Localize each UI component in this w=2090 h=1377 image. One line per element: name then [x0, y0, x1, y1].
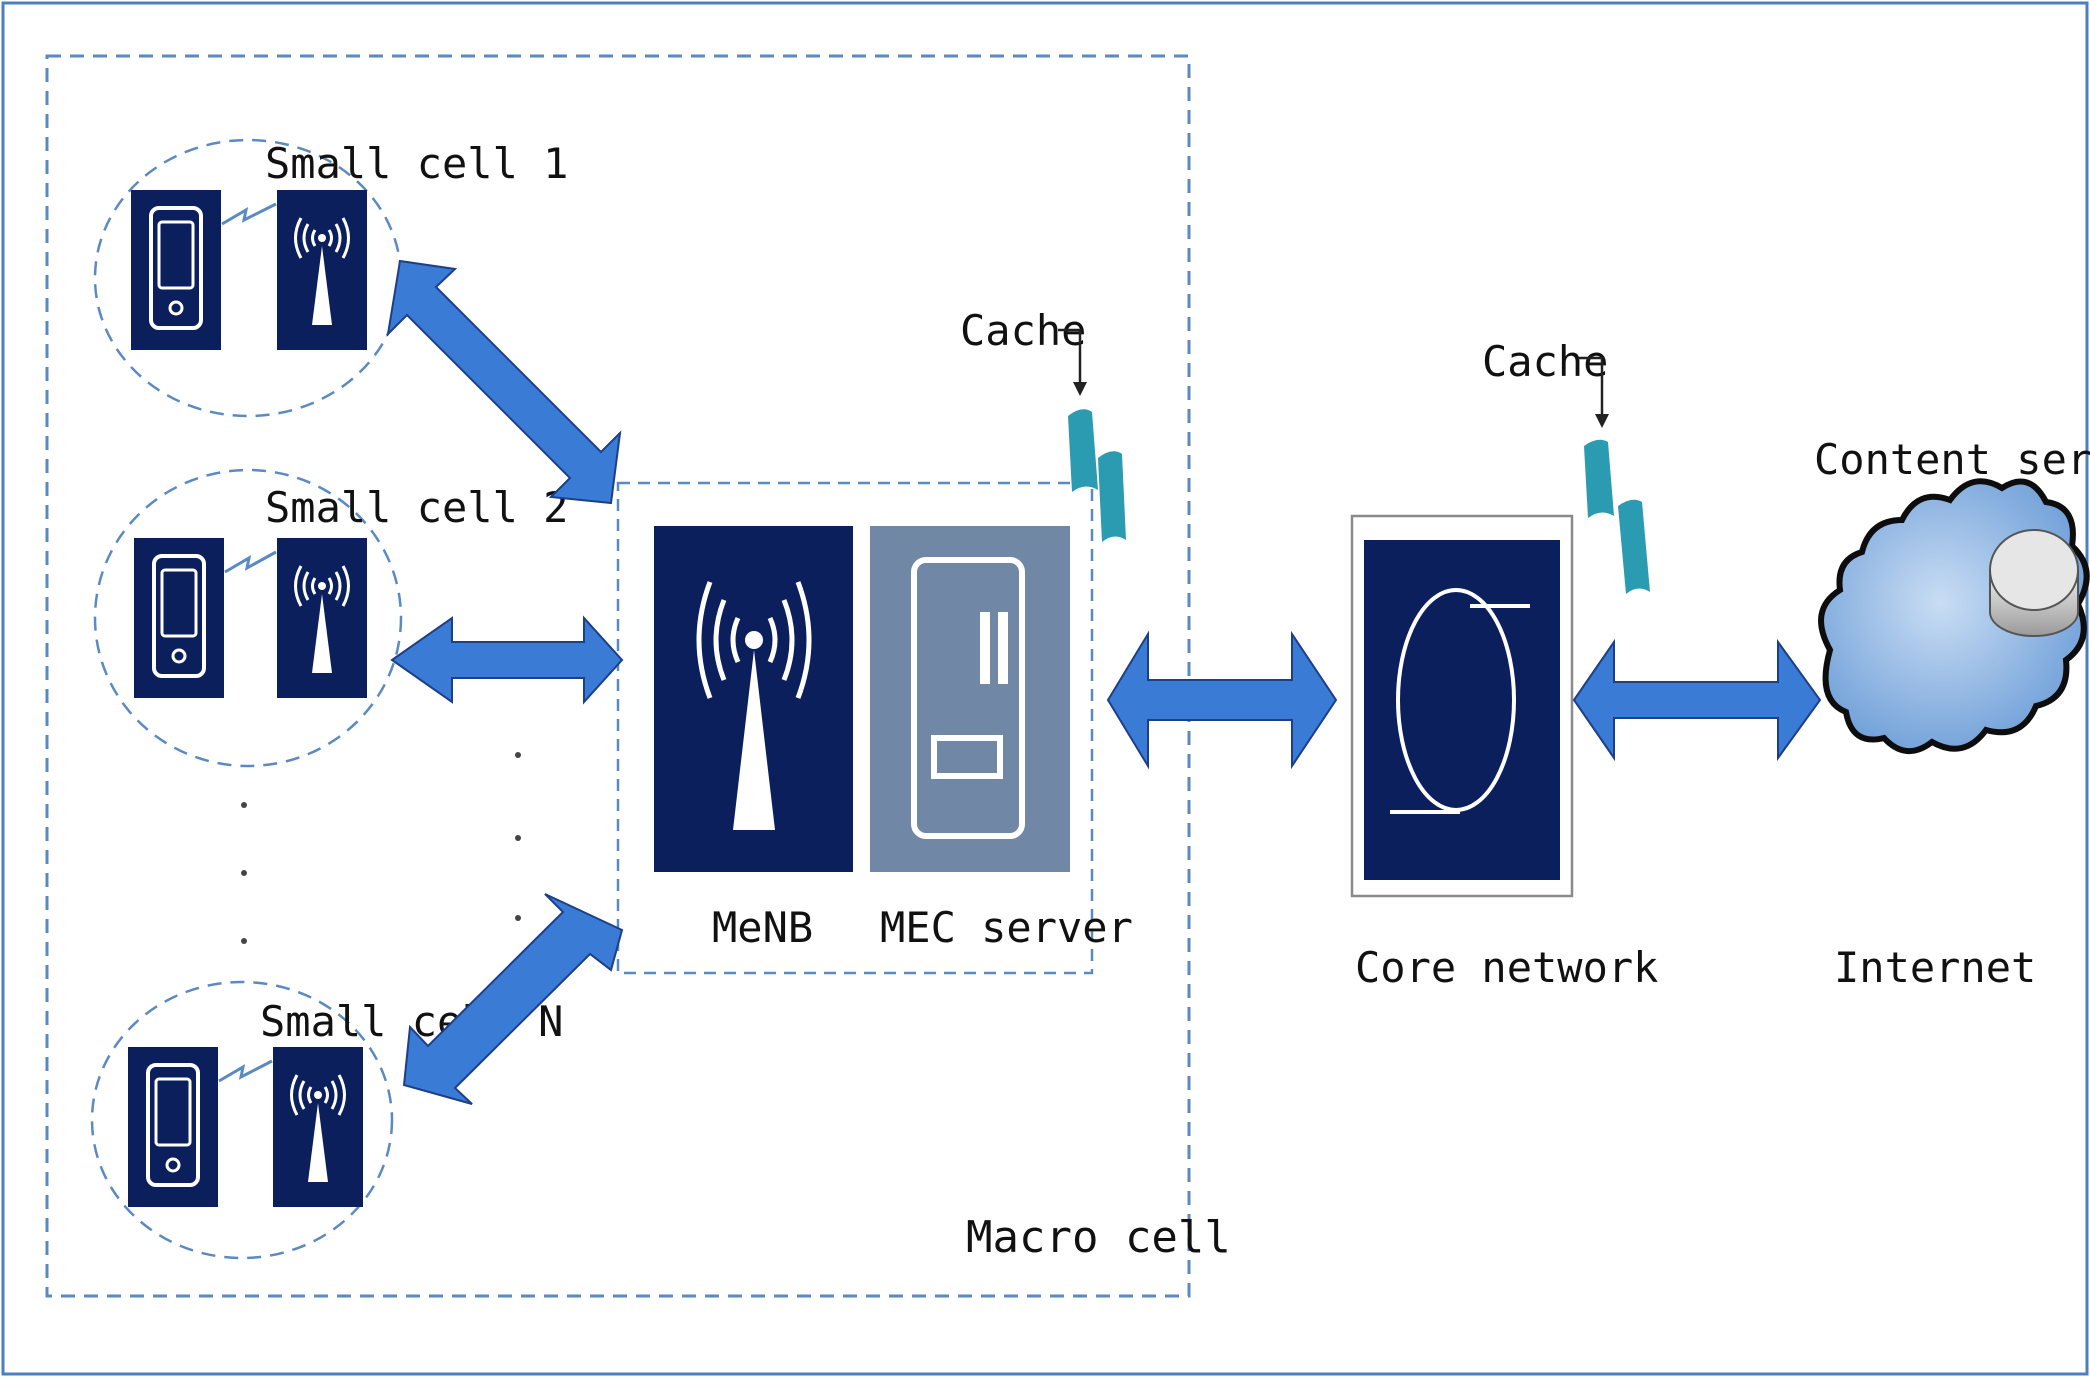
- small-cell-2-label: Small cell 2: [265, 483, 568, 532]
- mec-server-label: MEC server: [880, 903, 1133, 952]
- ellipsis-dots: [241, 752, 521, 944]
- arrow-small-cell-1-to-menb: [386, 259, 622, 505]
- small-cell-tower-icon: [276, 190, 368, 350]
- menb-label: MeNB: [712, 903, 813, 952]
- small-cell-tower-icon: [272, 1047, 364, 1207]
- wireless-link-icon: [218, 1059, 273, 1083]
- wireless-link-icon: [224, 550, 277, 574]
- mec-server: MEC server: [870, 526, 1133, 952]
- content-server: Content server: [1814, 435, 2090, 637]
- menb-mec-group: [616, 481, 1094, 975]
- cache-2-label: Cache: [1482, 337, 1608, 386]
- cache-icon: [1068, 409, 1098, 492]
- small-cell-2-boundary: [93, 468, 403, 768]
- small-cell-1-label: Small cell 1: [265, 139, 568, 188]
- macro-cell-label: Macro cell: [966, 1212, 1231, 1263]
- menb: MeNB: [654, 526, 853, 952]
- small-cell-tower-icon: [276, 538, 368, 698]
- core-network: Core network: [1350, 514, 1658, 992]
- small-cell-n-boundary: [90, 980, 394, 1260]
- mec-server-block: [870, 526, 1070, 872]
- arrow-small-cell-2-to-menb: [390, 615, 624, 705]
- arrow-core-network-to-internet: [1572, 638, 1822, 762]
- wireless-link-icon: [221, 202, 277, 226]
- arrow-mec-to-core-network: [1106, 630, 1338, 770]
- antenna-icon: [696, 581, 812, 699]
- mobile-phone-icon: [128, 1047, 218, 1207]
- arrow-small-cell-n-to-menb: [402, 893, 624, 1105]
- macro-cell-boundary: [45, 54, 1191, 1298]
- content-server-label: Content server: [1814, 435, 2090, 484]
- server-icon: [911, 557, 1025, 839]
- internet-label: Internet: [1834, 943, 2036, 992]
- core-network-label: Core network: [1355, 943, 1658, 992]
- small-cell-2: Small cell 2: [93, 468, 568, 768]
- cache-icon: [1618, 499, 1650, 594]
- cache-2: Cache: [1482, 337, 1650, 594]
- mobile-phone-icon: [131, 190, 221, 350]
- cache-icon: [1098, 451, 1126, 542]
- link-arrows: [386, 259, 1822, 1105]
- cache-icon: [1584, 439, 1614, 518]
- cache-1: Cache: [960, 306, 1126, 542]
- mobile-phone-icon: [134, 538, 224, 698]
